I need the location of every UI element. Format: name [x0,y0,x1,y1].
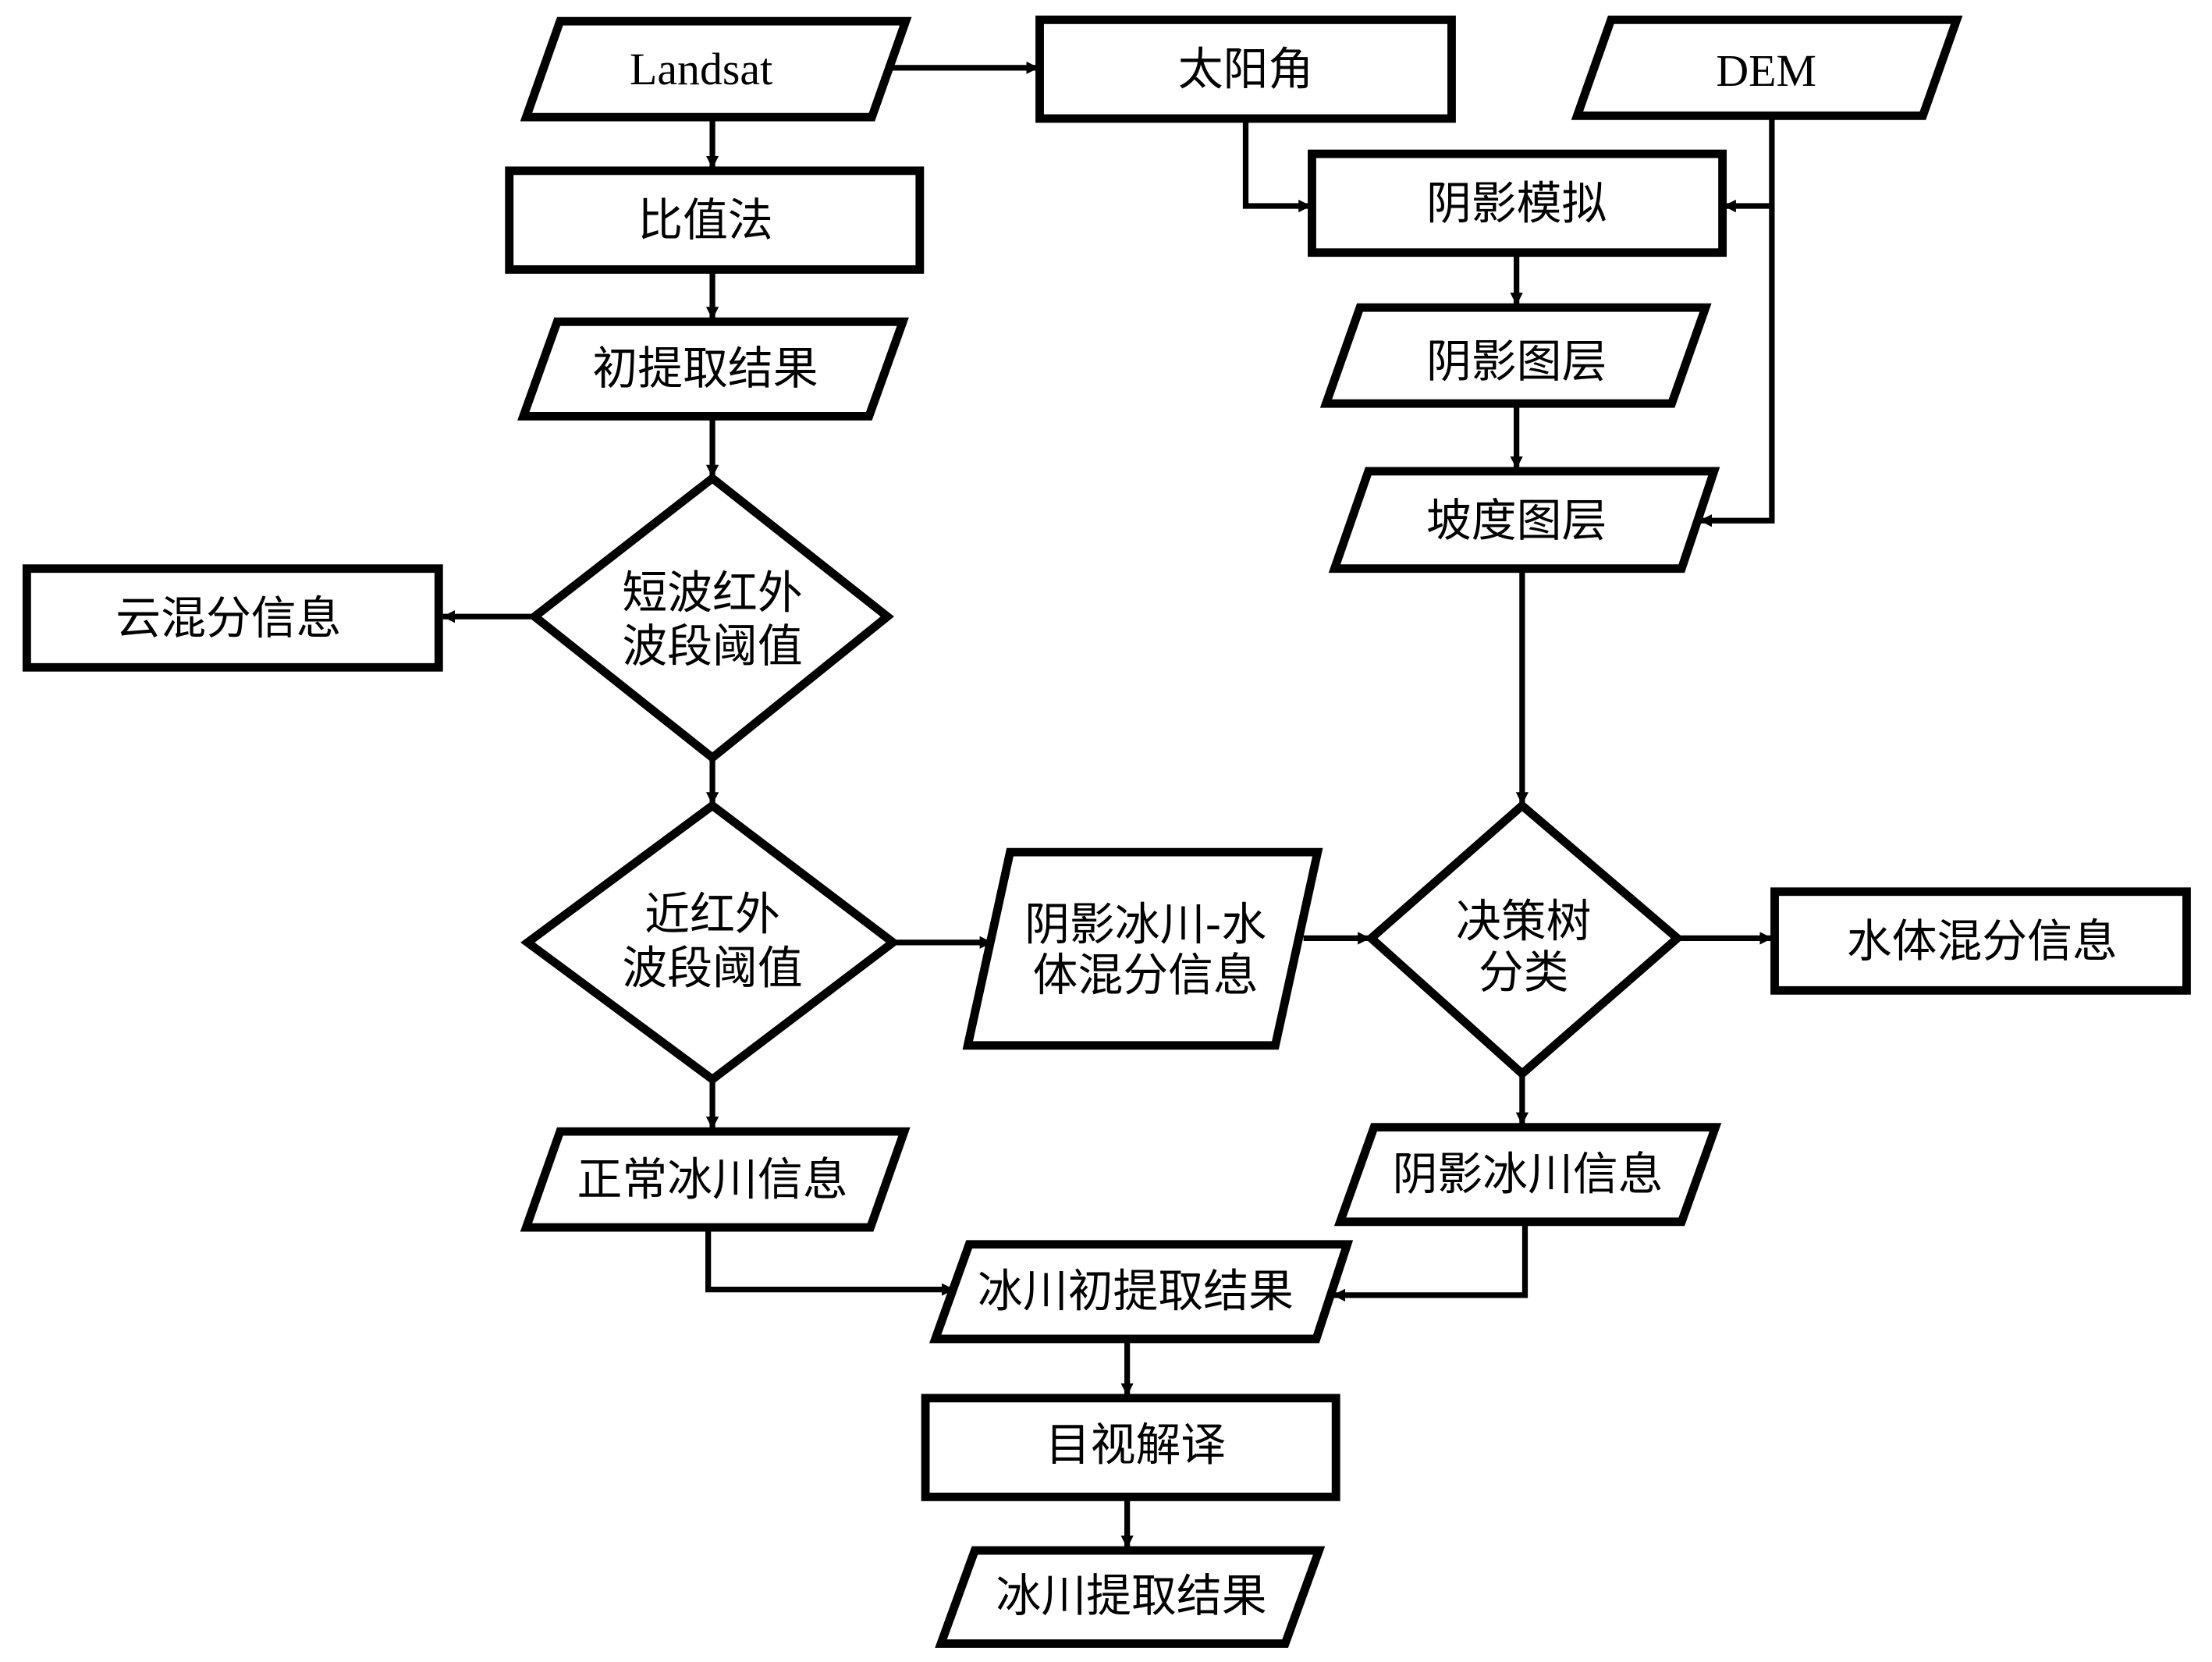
node-shadow-glacier-water-mixed: 阴影冰川-水 体混分信息 [962,847,1323,1050]
arrow-dem-to-shadow-sim [1723,115,1775,213]
node-landsat: Landsat [520,16,912,122]
node-shadow-glacier-info: 阴影冰川信息 [1333,1123,1722,1227]
node-normal-glacier-info-label: 正常冰川信息 [577,1153,848,1206]
node-nir-threshold-label-line1: 近红外 [644,888,780,941]
node-glacier-initial-result-label: 冰川初提取结果 [978,1264,1294,1317]
node-slope-layer-label: 坡度图层 [1426,494,1607,547]
node-swir-threshold: 短波红外 波段阈值 [527,473,894,763]
node-shadow-glacier-info-label: 阴影冰川信息 [1393,1147,1663,1200]
arrow-dem-to-slope-layer [1699,206,1775,527]
node-dem-label: DEM [1716,45,1816,96]
node-shadow-layer: 阴影图层 [1319,303,1712,408]
node-shadow-glacier-water-mixed-label-line2: 体混分信息 [1033,948,1259,1001]
node-normal-glacier-info: 正常冰川信息 [520,1127,911,1232]
node-water-mixed-info: 水体混分信息 [1770,887,2191,995]
node-dem: DEM [1571,15,1963,120]
node-shadow-layer-label: 阴影图层 [1426,335,1607,388]
node-visual-interpretation: 目视解译 [921,1394,1340,1501]
node-ratio-method: 比值法 [505,166,925,274]
node-initial-result-label: 初提取结果 [592,342,818,395]
arrow-normal-glacier-to-initial [705,1228,955,1296]
node-swir-threshold-label-line1: 短波红外 [622,566,802,619]
node-swir-threshold-label-line2: 波段阈值 [622,620,802,673]
node-landsat-label: Landsat [630,44,772,94]
node-glacier-initial-result: 冰川初提取结果 [929,1240,1354,1344]
node-cloud-mixed-info-label: 云混分信息 [115,591,341,645]
arrow-shadow-glacier-to-initial [1332,1223,1529,1302]
node-slope-layer: 坡度图层 [1328,467,1720,574]
node-shadow-simulation-label: 阴影模拟 [1426,176,1607,229]
node-glacier-final-result: 冰川提取结果 [935,1546,1326,1648]
node-nir-threshold: 近红外 波段阈值 [520,800,900,1085]
arrow-sun-angle-to-shadow-sim [1242,119,1312,213]
node-decision-tree-label-line2: 分类 [1479,946,1569,999]
connectors [442,61,1775,1549]
node-nir-threshold-label-line2: 波段阈值 [622,941,802,994]
node-glacier-final-result-label: 冰川提取结果 [996,1569,1267,1622]
node-initial-result: 初提取结果 [517,317,909,421]
node-ratio-method-label: 比值法 [637,194,773,247]
node-shadow-glacier-water-mixed-label-line1: 阴影冰川-水 [1024,897,1266,950]
node-shadow-simulation: 阴影模拟 [1308,149,1727,257]
node-decision-tree: 决策树 分类 [1365,800,1685,1080]
node-visual-interpretation-label: 目视解译 [1046,1418,1226,1471]
node-sun-angle-label: 太阳角 [1178,43,1314,96]
node-water-mixed-info-label: 水体混分信息 [1847,914,2118,968]
node-sun-angle: 太阳角 [1035,15,1456,123]
node-decision-tree-label-line1: 决策树 [1456,895,1592,948]
node-cloud-mixed-info: 云混分信息 [22,564,443,672]
